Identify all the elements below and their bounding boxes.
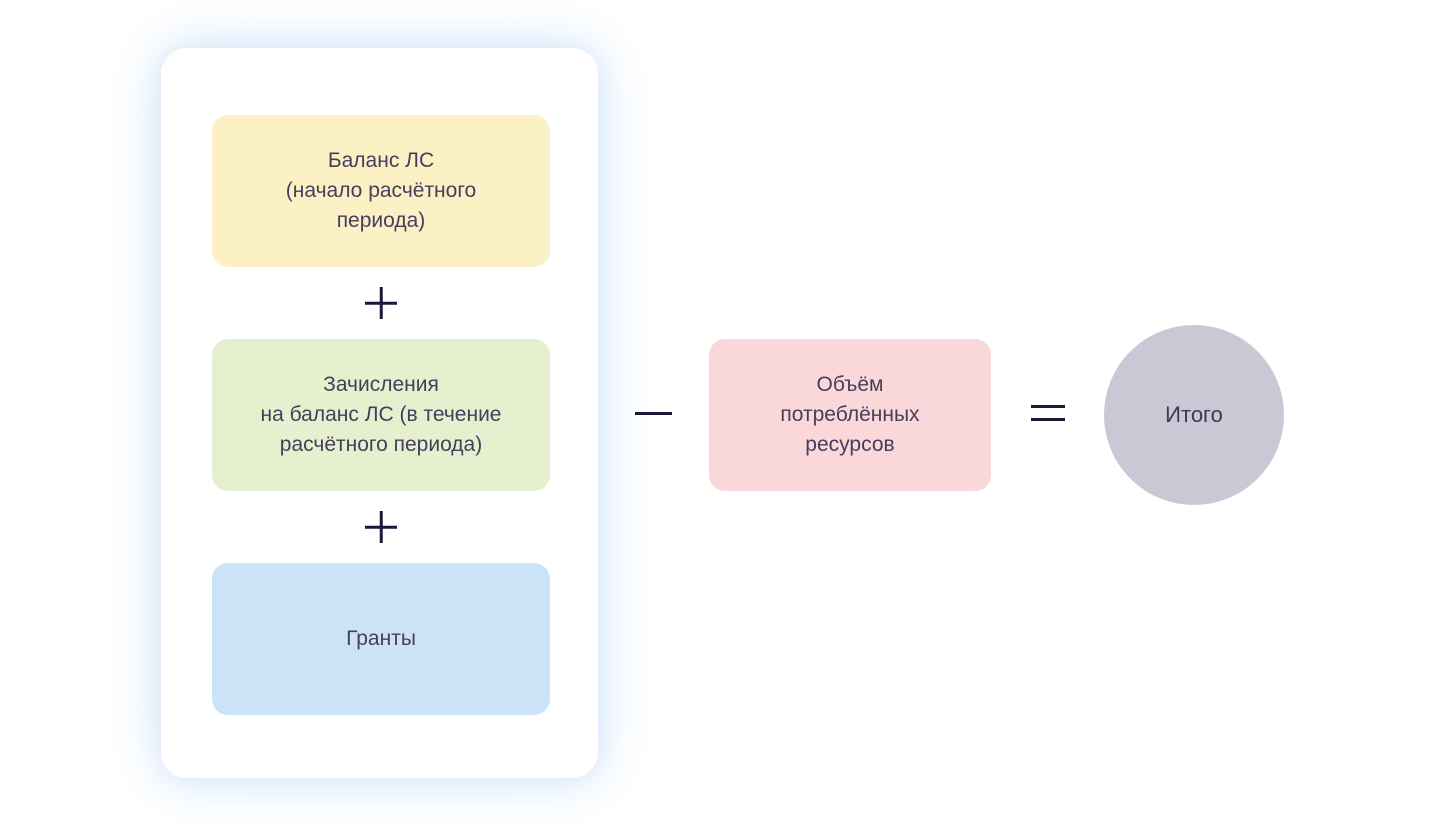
- term-consumed-resources-label: Объём потреблённых ресурсов: [780, 373, 920, 456]
- term-grants: Гранты: [212, 563, 550, 715]
- term-topups: Зачисления на баланс ЛС (в течение расчё…: [212, 339, 550, 491]
- term-balance-start-label: Баланс ЛС (начало расчётного периода): [285, 149, 477, 232]
- plus-icon: [365, 287, 397, 319]
- sum-group-card: Баланс ЛС (начало расчётного периода) За…: [161, 48, 598, 778]
- minus-icon: [635, 412, 672, 415]
- term-consumed-resources: Объём потреблённых ресурсов: [709, 339, 991, 491]
- term-balance-start: Баланс ЛС (начало расчётного периода): [212, 115, 550, 267]
- term-topups-label: Зачисления на баланс ЛС (в течение расчё…: [260, 373, 502, 456]
- result-total-label: Итого: [1165, 402, 1223, 427]
- plus-icon: [365, 511, 397, 543]
- equals-icon: [1031, 405, 1065, 421]
- term-grants-label: Гранты: [346, 627, 416, 650]
- result-total-circle: Итого: [1104, 325, 1284, 505]
